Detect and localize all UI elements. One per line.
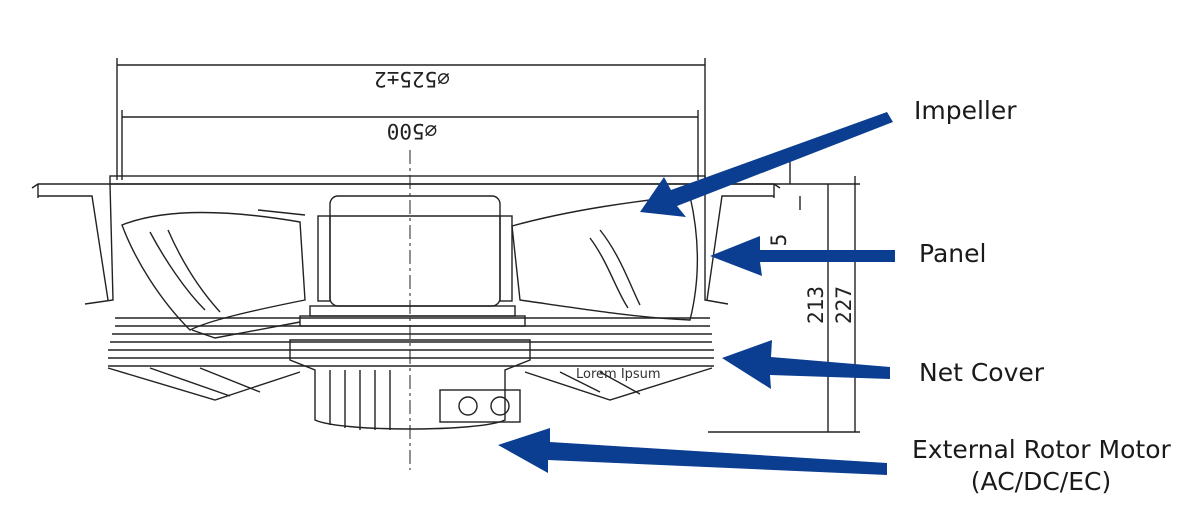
inner-placeholder-text: Lorem Ipsum <box>576 367 661 382</box>
motor-label-line2: (AC/DC/EC) <box>970 467 1112 496</box>
motor-label-line1: External Rotor Motor <box>912 435 1171 464</box>
impeller-label: Impeller <box>914 96 1017 125</box>
net-cover-label: Net Cover <box>919 358 1045 387</box>
dimension-small: 5 <box>767 234 791 247</box>
motor-label: External Rotor Motor (AC/DC/EC) <box>912 434 1171 498</box>
dimension-inner-diameter: ⌀500 <box>387 119 438 143</box>
dimension-height-227: 227 <box>832 286 856 324</box>
panel-arrow <box>710 236 895 276</box>
motor-arrow <box>498 428 887 475</box>
impeller-arrow <box>640 112 893 217</box>
panel-label: Panel <box>919 239 987 268</box>
dimension-outer-diameter: ⌀525±2 <box>374 67 450 91</box>
net-cover-arrow <box>722 340 890 389</box>
dimension-height-213: 213 <box>804 286 828 324</box>
